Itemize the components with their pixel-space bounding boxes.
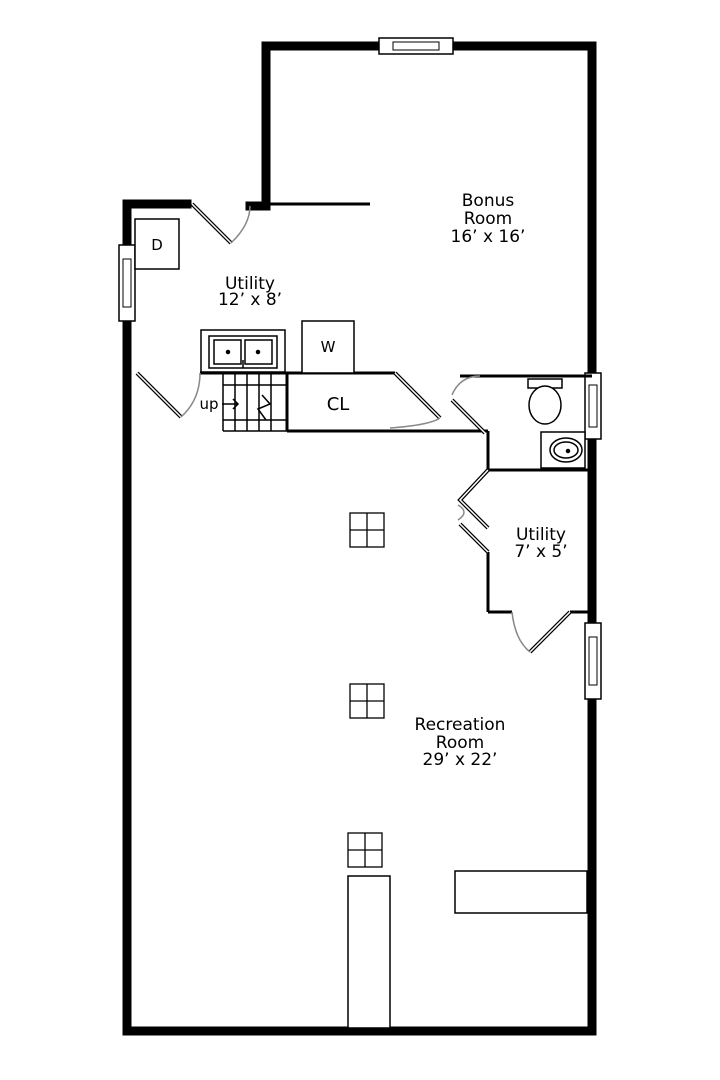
washer-label: W xyxy=(321,338,336,356)
toilet xyxy=(527,378,563,425)
ceiling-fixture-2 xyxy=(349,683,385,719)
label-recreation-room: Recreation Room 29’ x 22’ xyxy=(415,715,506,770)
label-bonus-room: Bonus Room 16’ x 16’ xyxy=(451,191,526,247)
recreation-room-size: 29’ x 22’ xyxy=(423,750,498,770)
recreation-room-name: Recreation xyxy=(415,715,506,735)
exterior-walls xyxy=(122,41,597,1036)
bonus-room-name: Bonus xyxy=(462,191,515,211)
stairs-label: up xyxy=(199,395,218,413)
recreation-room-name-2: Room xyxy=(436,733,484,753)
dryer-label: D xyxy=(151,236,163,254)
window-left xyxy=(118,244,136,322)
window-right-bath xyxy=(584,372,602,440)
dryer xyxy=(134,218,180,270)
utility-main-name: Utility xyxy=(225,274,275,294)
window-right-rec xyxy=(584,622,602,700)
counter-vertical xyxy=(347,875,391,1029)
label-utility-main: Utility 12’ x 8’ xyxy=(218,274,282,310)
door-bath xyxy=(450,375,487,435)
stairs xyxy=(222,373,287,432)
utility-main-size: 12’ x 8’ xyxy=(218,290,282,310)
utility-small-name: Utility xyxy=(516,525,566,545)
door-small-utility-bifold xyxy=(457,468,490,554)
door-utility-top xyxy=(190,202,251,245)
laundry-sink xyxy=(200,329,286,373)
bonus-room-name-2: Room xyxy=(464,209,512,229)
stairs-label-bg xyxy=(197,394,221,414)
door-small-utility-bottom xyxy=(511,610,572,654)
label-utility-small: Utility 7’ x 5’ xyxy=(514,525,567,562)
door-utility-left xyxy=(135,371,201,419)
door-closet xyxy=(389,371,442,429)
ceiling-fixture-1 xyxy=(349,512,385,548)
ceiling-fixture-3 xyxy=(347,832,383,868)
closet-label: CL xyxy=(327,394,350,415)
utility-small-size: 7’ x 5’ xyxy=(514,542,567,562)
interior-walls xyxy=(200,202,592,614)
window-top xyxy=(378,37,454,55)
washer xyxy=(301,320,355,374)
bonus-room-size: 16’ x 16’ xyxy=(451,227,526,247)
counter-horizontal xyxy=(454,870,588,914)
bathroom-sink xyxy=(540,431,586,469)
